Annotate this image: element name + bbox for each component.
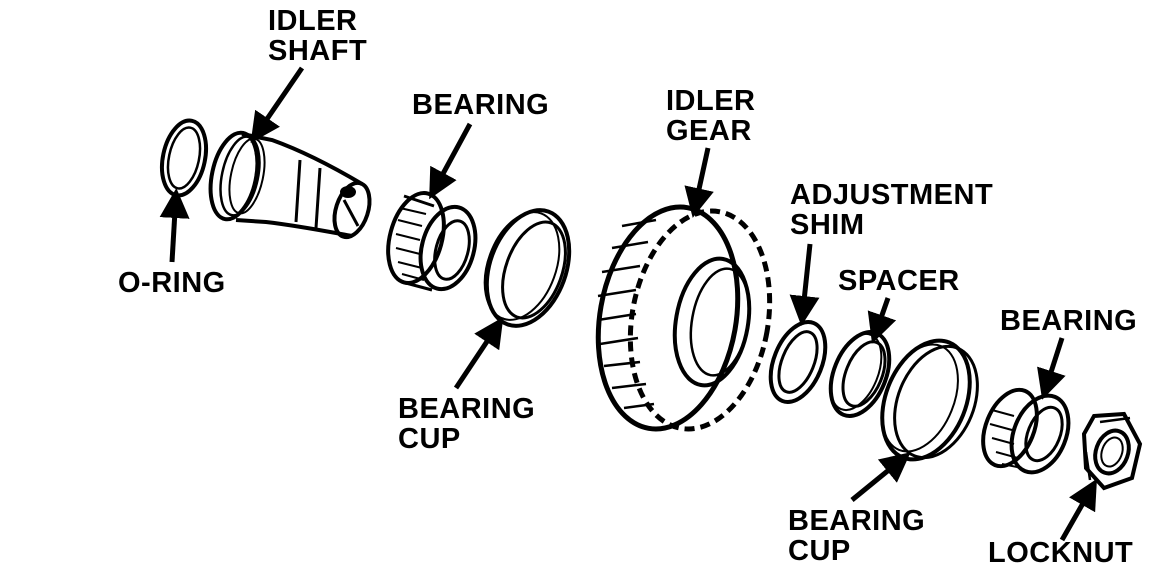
bearing-cup-label: BEARING CUP [398,394,535,454]
idler-shaft-label-line2: SHAFT [268,35,368,67]
bearing-cup-2-label-line1: BEARING [788,505,926,537]
o-ring-label: O-RING [118,267,226,299]
bearing-arrow [429,122,473,200]
adjustment-shim-label: ADJUSTMENT SHIM [790,180,993,240]
locknut-arrow [1059,478,1097,542]
spacer-part [828,330,892,418]
idler-gear-arrow [684,147,714,218]
idler-gear-part [595,204,773,432]
locknut-part [1081,411,1143,491]
idler-shaft-label-line1: IDLER [268,5,358,37]
idler-gear-label-line1: IDLER [666,85,756,117]
bearing-cup-label-line1: BEARING [398,393,536,425]
idler-shaft-label: IDLER SHAFT [268,6,367,66]
idler-gear-label: IDLER GEAR [666,86,756,146]
bearing-cup-2-part [880,338,979,462]
idler-gear-label-line2: GEAR [666,115,752,147]
bearing-2-label: BEARING [1000,305,1138,337]
spacer-label: SPACER [838,265,960,297]
bearing-part [386,191,478,292]
locknut-label: LOCKNUT [988,537,1134,569]
bearing-cup-2-label: BEARING CUP [788,506,925,566]
bearing-2-arrow [1037,337,1066,400]
idler-shaft-part [208,130,372,240]
o-ring-part [159,118,209,198]
bearing-cup-part [483,208,572,328]
bearing-cup-label-line2: CUP [398,423,461,455]
adjustment-shim-part [768,320,828,404]
o-ring-arrow [159,188,190,263]
adjustment-shim-label-line1: ADJUSTMENT [790,179,994,211]
leader-arrows [159,66,1097,542]
bearing-label: BEARING [412,89,550,121]
bearing-cup-arrow [453,317,504,390]
adjustment-shim-label-line2: SHIM [790,209,865,241]
idler-shaft-arrow [250,66,305,143]
bearing-cup-2-label-line2: CUP [788,535,851,567]
adjustment-shim-arrow [789,243,820,326]
bearing-2-part [981,387,1071,475]
bearing-cup-2-arrow [850,452,911,502]
spacer-arrow [867,297,897,344]
